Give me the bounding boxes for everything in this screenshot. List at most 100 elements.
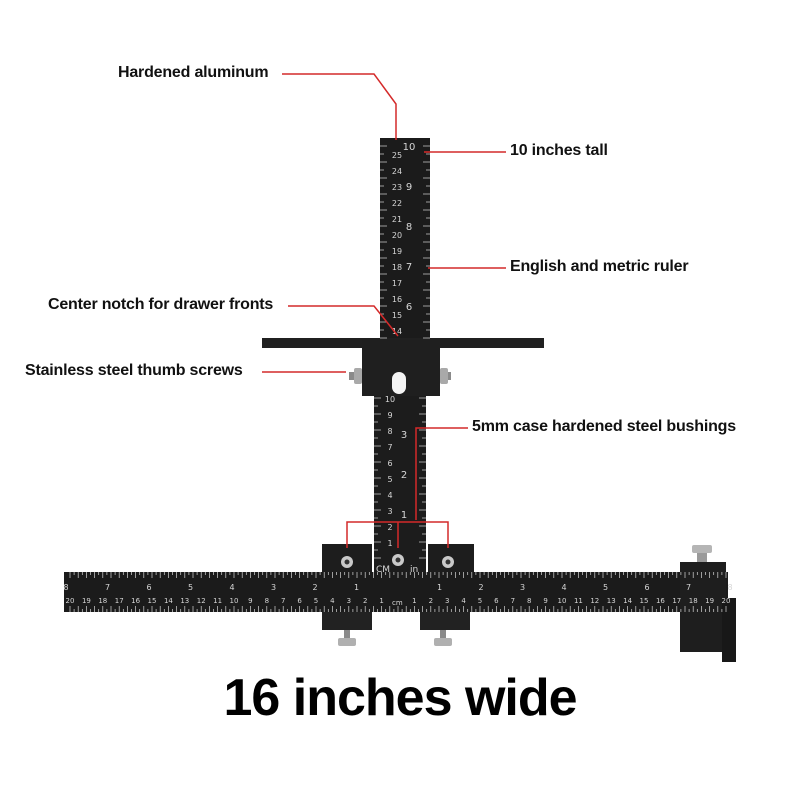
vertical-ruler-lower xyxy=(374,396,426,572)
horizontal-cm-number-right: 8 xyxy=(527,597,531,605)
callout-hardened-aluminum: Hardened aluminum xyxy=(118,64,269,81)
vertical-upper-cm-number: 21 xyxy=(392,215,402,224)
caption-width: 16 inches wide xyxy=(223,669,577,727)
horizontal-inch-number-right: 8 xyxy=(727,583,732,592)
horizontal-inch-number-right: 2 xyxy=(478,583,483,592)
steel-bushing-center xyxy=(392,554,404,566)
horizontal-inch-number-left: 8 xyxy=(63,583,68,592)
horizontal-cm-number-left: 17 xyxy=(115,597,124,605)
vertical-lower-cm-number: 10 xyxy=(385,395,395,404)
horizontal-inch-number-left: 1 xyxy=(354,583,359,592)
horizontal-inch-number-left: 3 xyxy=(271,583,276,592)
horizontal-cm-number-left: 3 xyxy=(347,597,351,605)
vertical-upper-inch-number: 7 xyxy=(406,262,412,273)
horizontal-cm-number-left: 19 xyxy=(82,597,91,605)
leader-aluminum xyxy=(282,73,397,140)
callout-center-notch: Center notch for drawer fronts xyxy=(48,296,274,313)
horizontal-cm-number-left: 12 xyxy=(197,597,206,605)
clamp-screw-left xyxy=(338,630,356,646)
vertical-lower-inch-number: 2 xyxy=(401,470,407,481)
horizontal-cm-number-right: 14 xyxy=(623,597,632,605)
vertical-lower-cm-number: 1 xyxy=(387,539,392,548)
vertical-upper-cm-number: 18 xyxy=(392,263,402,272)
horizontal-cm-number-left: 8 xyxy=(265,597,269,605)
horizontal-inch-number-left: 4 xyxy=(229,583,234,592)
horizontal-cm-number-left: 2 xyxy=(363,597,367,605)
vertical-lower-cm-number: 9 xyxy=(387,411,392,420)
horizontal-cm-number-right: 1 xyxy=(412,597,416,605)
horizontal-cm-number-right: 12 xyxy=(590,597,599,605)
horizontal-cm-number-right: 15 xyxy=(640,597,649,605)
horizontal-inch-number-left: 6 xyxy=(146,583,151,592)
horizontal-cm-number-left: 5 xyxy=(314,597,318,605)
horizontal-inch-number-left: 5 xyxy=(188,583,193,592)
horizontal-cm-number-right: 20 xyxy=(722,597,731,605)
horizontal-cm-number-left: 7 xyxy=(281,597,285,605)
callout-thumb-screws: Stainless steel thumb screws xyxy=(25,362,243,379)
vertical-upper-cm-number: 23 xyxy=(392,183,402,192)
horizontal-inch-number-left: 7 xyxy=(105,583,110,592)
end-stop-thumb-screw xyxy=(692,545,712,562)
vertical-lower-cm-number: 8 xyxy=(387,427,392,436)
horizontal-cm-number-right: 18 xyxy=(689,597,698,605)
horizontal-cm-number-right: 6 xyxy=(494,597,499,605)
vertical-upper-cm-number: 17 xyxy=(392,279,402,288)
leader-bushings xyxy=(415,427,468,520)
horizontal-cm-number-left: 4 xyxy=(330,597,335,605)
callout-ten-inches-tall: 10 inches tall xyxy=(510,142,608,159)
vertical-upper-inch-number: 6 xyxy=(406,302,412,313)
leader-notch xyxy=(288,305,399,337)
steel-bushing-right xyxy=(442,556,454,568)
callout-steel-bushings: 5mm case hardened steel bushings xyxy=(472,418,736,435)
horizontal-inch-number-right: 1 xyxy=(437,583,442,592)
steel-bushing-left xyxy=(341,556,353,568)
clamp-left xyxy=(322,612,372,630)
clamp-right xyxy=(420,612,470,630)
callout-english-metric-ruler: English and metric ruler xyxy=(510,258,689,275)
horizontal-cm-number-left: 13 xyxy=(180,597,189,605)
vertical-upper-cm-number: 20 xyxy=(392,231,402,240)
in-unit-label: in xyxy=(410,565,418,575)
vertical-lower-cm-number: 7 xyxy=(387,443,392,452)
horizontal-cm-number-right: 19 xyxy=(705,597,714,605)
horizontal-cm-number-right: 5 xyxy=(478,597,482,605)
vertical-upper-cm-number: 25 xyxy=(392,151,402,160)
thumb-screw-left xyxy=(349,368,362,384)
end-stop-lip xyxy=(722,598,736,662)
horizontal-cm-number-right: 13 xyxy=(607,597,616,605)
center-cm-label: cm xyxy=(392,599,403,607)
vertical-lower-cm-number: 6 xyxy=(387,459,392,468)
thumb-screw-right xyxy=(440,368,451,384)
horizontal-inch-number-right: 7 xyxy=(686,583,691,592)
horizontal-cm-number-right: 7 xyxy=(511,597,515,605)
vertical-lower-inch-number: 1 xyxy=(401,510,407,521)
horizontal-cm-number-right: 10 xyxy=(558,597,567,605)
vertical-upper-cm-number: 22 xyxy=(392,199,402,208)
horizontal-cm-number-left: 9 xyxy=(248,597,252,605)
horizontal-ruler xyxy=(64,572,728,612)
vertical-upper-inch-number: 9 xyxy=(406,182,412,193)
vertical-lower-cm-number: 3 xyxy=(387,507,392,516)
horizontal-inch-number-left: 2 xyxy=(312,583,317,592)
horizontal-cm-number-left: 1 xyxy=(379,597,383,605)
vertical-lower-cm-number: 5 xyxy=(387,475,392,484)
horizontal-inch-number-right: 6 xyxy=(644,583,649,592)
vertical-upper-cm-number: 24 xyxy=(392,167,402,176)
horizontal-cm-number-left: 18 xyxy=(98,597,107,605)
ruler-scale-numbers: 2524232221201918171615141098761098765432… xyxy=(63,142,732,605)
ruler-tick-marks xyxy=(69,145,727,612)
horizontal-cm-number-right: 11 xyxy=(574,597,583,605)
horizontal-cm-number-right: 2 xyxy=(429,597,433,605)
horizontal-inch-number-right: 4 xyxy=(561,583,566,592)
clamp-screw-right xyxy=(434,630,452,646)
horizontal-cm-number-right: 16 xyxy=(656,597,665,605)
cm-unit-label: CM xyxy=(376,565,390,575)
vertical-upper-inch-number: 10 xyxy=(403,142,416,153)
horizontal-cm-number-right: 3 xyxy=(445,597,449,605)
horizontal-inch-number-right: 5 xyxy=(603,583,608,592)
horizontal-cm-number-right: 4 xyxy=(461,597,466,605)
horizontal-cm-number-left: 11 xyxy=(213,597,222,605)
end-stop xyxy=(680,562,726,652)
horizontal-cm-number-left: 10 xyxy=(230,597,239,605)
